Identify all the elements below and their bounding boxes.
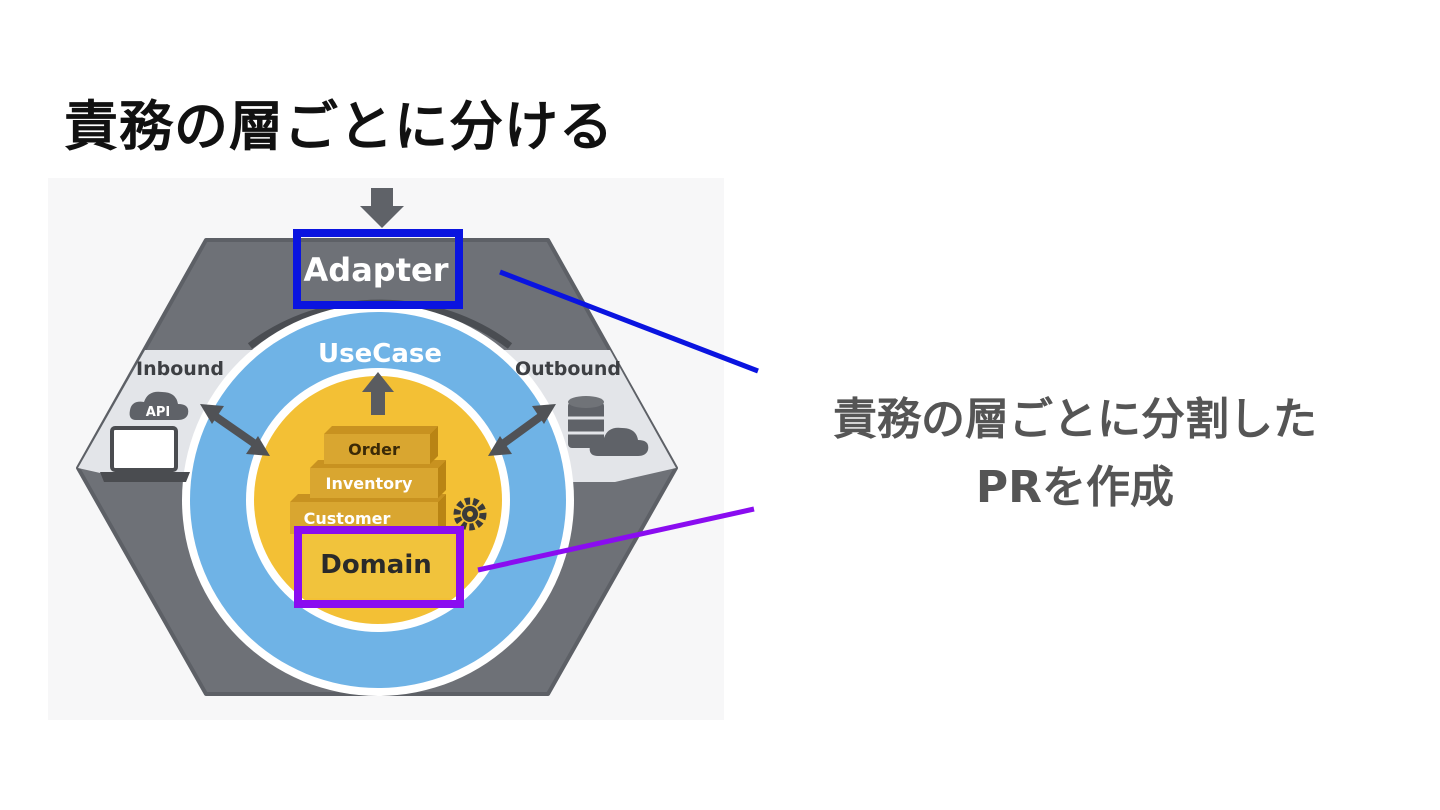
adapter-label: Adapter bbox=[304, 251, 449, 289]
gear-icon bbox=[453, 497, 487, 531]
api-label: API bbox=[146, 405, 170, 420]
outbound-double-arrow-icon bbox=[488, 404, 556, 456]
block-customer-label: Customer bbox=[304, 509, 391, 528]
inbound-double-arrow-icon bbox=[200, 404, 270, 456]
cloud-icon bbox=[589, 427, 649, 456]
adapter-connector-line bbox=[499, 269, 759, 374]
domain-box bbox=[304, 534, 454, 598]
callout-line-1: 責務の層ごとに分割した bbox=[833, 394, 1317, 445]
domain-label: Domain bbox=[320, 550, 432, 580]
up-arrow-icon bbox=[362, 372, 394, 415]
adapter-highlight-box bbox=[293, 229, 463, 309]
domain-highlight-box bbox=[294, 526, 464, 608]
callout-line-2: PRを作成 bbox=[975, 462, 1175, 513]
database-icon bbox=[568, 396, 604, 448]
api-cloud-icon: API bbox=[129, 391, 189, 420]
domain-connector-line bbox=[477, 506, 755, 573]
usecase-label: UseCase bbox=[318, 339, 442, 369]
block-order-label: Order bbox=[348, 440, 400, 459]
callout-text: 責務の層ごとに分割した PRを作成 bbox=[790, 386, 1360, 522]
block-inventory-label: Inventory bbox=[326, 474, 414, 493]
incoming-arrow-icon bbox=[360, 188, 404, 228]
inbound-label: Inbound bbox=[136, 358, 224, 380]
outbound-label: Outbound bbox=[515, 358, 621, 380]
block-stack: Customer Inventory Order bbox=[290, 426, 446, 534]
laptop-icon bbox=[100, 426, 190, 482]
slide-title: 責務の層ごとに分ける bbox=[64, 95, 614, 158]
